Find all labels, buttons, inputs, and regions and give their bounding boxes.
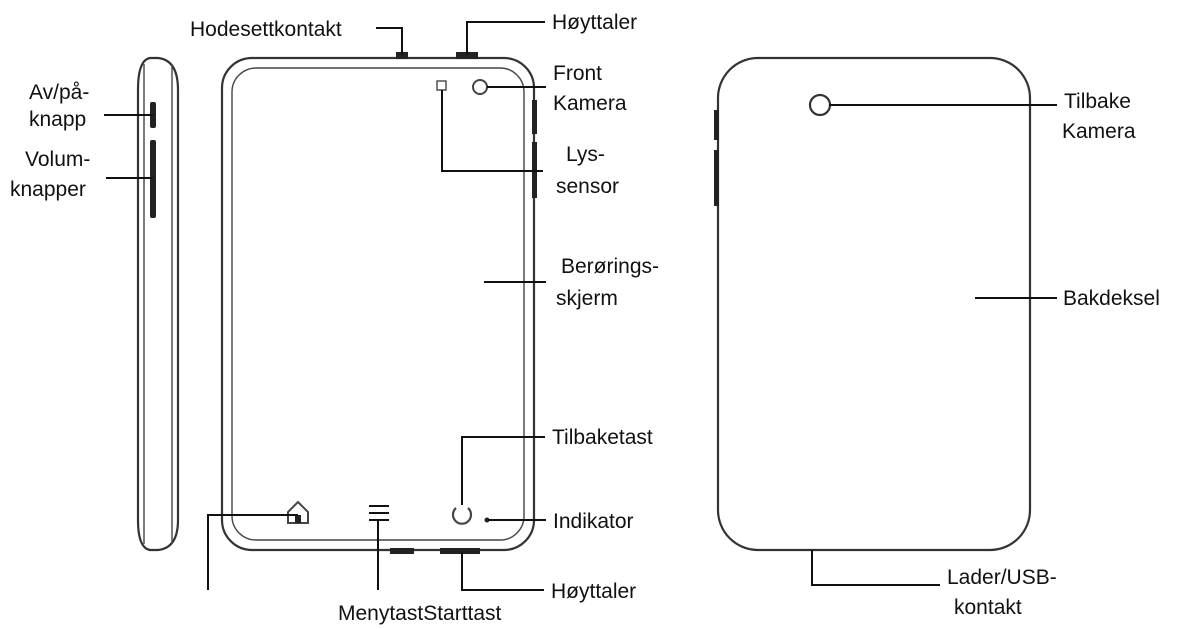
light-sensor (436, 80, 447, 91)
home-icon (287, 500, 309, 524)
label-light-sensor-line1: Lys- (566, 143, 605, 166)
side-view (136, 56, 180, 552)
label-back-cover: Bakdeksel (1063, 287, 1160, 310)
leader-lines (104, 21, 1057, 591)
label-volume-line1: Volum- (25, 148, 90, 171)
label-light-sensor-line2: sensor (556, 175, 619, 198)
label-touchscreen-line2: skjerm (556, 287, 618, 310)
back-icon (451, 507, 473, 525)
label-headset-jack: Hodesettkontakt (190, 18, 342, 41)
label-rear-camera-line2: Kamera (1062, 120, 1136, 143)
label-rear-camera-line1: Tilbake (1064, 90, 1131, 113)
label-front-camera-line1: Front (553, 62, 602, 85)
label-charger-line2: kontakt (954, 596, 1022, 619)
label-speaker-bottom: Høyttaler (551, 580, 636, 603)
label-touchscreen-line1: Berørings- (561, 255, 659, 278)
label-volume-line2: knapper (10, 178, 86, 201)
labels: Hodesettkontakt Høyttaler Front Kamera A… (10, 11, 1160, 625)
front-view (220, 52, 537, 554)
front-camera-icon (472, 79, 488, 95)
rear-camera-icon (808, 93, 832, 117)
label-menu-home: MenytastStarttast (338, 602, 502, 625)
back-view (714, 56, 1032, 552)
label-power-line1: Av/på- (29, 81, 89, 104)
label-power-line2: knapp (29, 108, 86, 131)
label-indicator: Indikator (553, 510, 634, 533)
label-front-camera-line2: Kamera (553, 92, 627, 115)
indicator-light (484, 517, 490, 523)
label-speaker-top: Høyttaler (552, 11, 637, 34)
menu-icon (369, 505, 389, 521)
label-charger-line1: Lader/USB- (947, 566, 1057, 589)
label-back-key: Tilbaketast (552, 426, 653, 449)
